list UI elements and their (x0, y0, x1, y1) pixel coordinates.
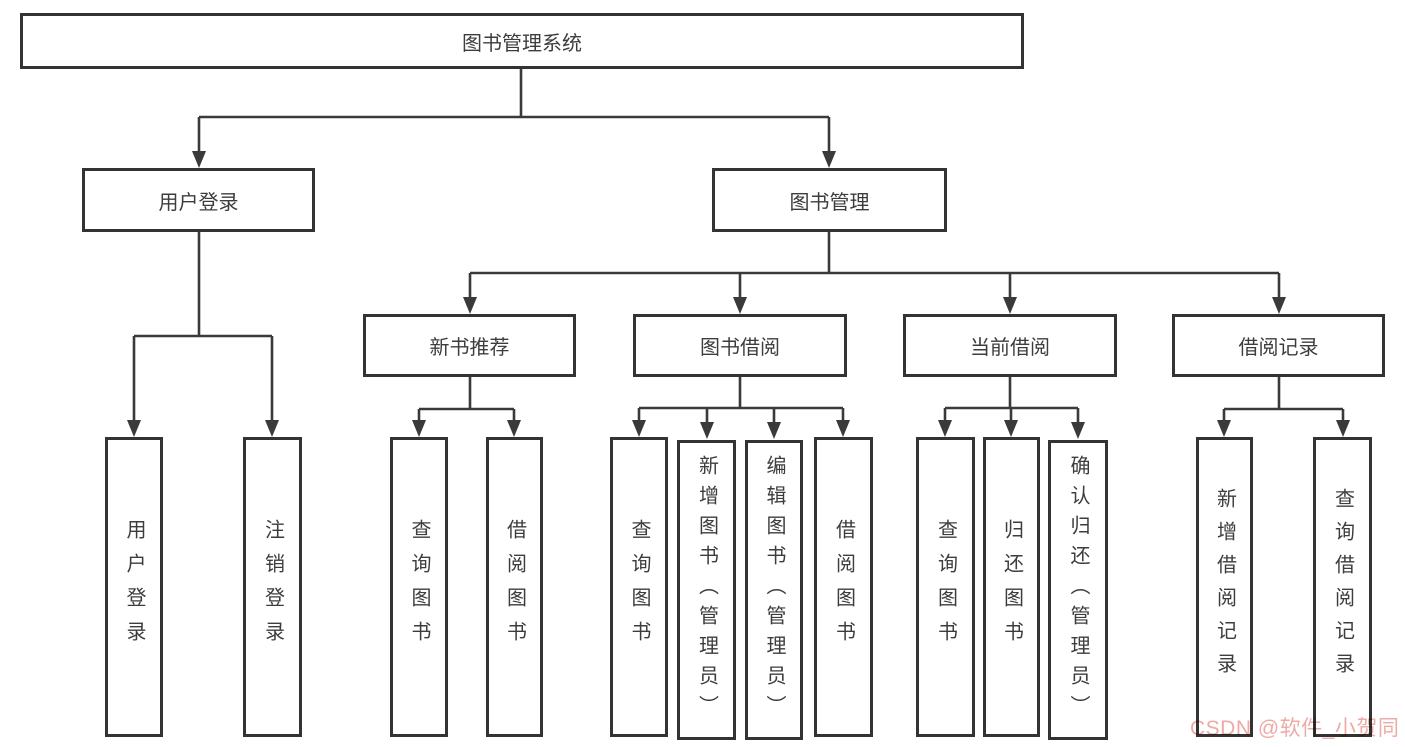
node-leaf-query-record-label: 查询借阅记录 (1331, 488, 1354, 686)
node-leaf-add-record: 新增借阅记录 (1196, 437, 1253, 737)
arrow-down-icon (632, 420, 646, 437)
node-book-mgmt: 图书管理 (712, 168, 947, 232)
arrow-down-icon (1004, 420, 1018, 437)
node-leaf-user-login: 用户登录 (105, 437, 163, 737)
node-new-book-rec: 新书推荐 (363, 314, 576, 377)
node-current-borrow-label: 当前借阅 (970, 337, 1050, 359)
node-root: 图书管理系统 (20, 13, 1024, 69)
arrow-down-icon (1003, 297, 1017, 314)
node-leaf-query-book-1-label: 查询图书 (408, 519, 430, 655)
arrow-down-icon (1217, 420, 1231, 437)
node-leaf-query-book-2-label: 查询图书 (628, 519, 650, 655)
node-user-login: 用户登录 (82, 168, 315, 232)
node-leaf-query-book-1: 查询图书 (390, 437, 448, 737)
branch-book-borrow (637, 377, 845, 423)
node-leaf-query-book-3: 查询图书 (916, 437, 975, 737)
arrow-down-icon (938, 420, 952, 437)
arrow-down-icon (733, 297, 747, 314)
arrow-down-icon (507, 420, 521, 437)
node-user-login-label: 用户登录 (158, 191, 239, 214)
arrow-down-icon (1071, 422, 1085, 439)
node-leaf-add-book: 新增图书（管理员） (677, 440, 736, 740)
arrowheads (127, 151, 1350, 439)
node-leaf-query-book-2: 查询图书 (610, 437, 668, 737)
node-leaf-borrow-book-1-label: 借阅图书 (503, 519, 526, 655)
node-leaf-return-book: 归还图书 (983, 437, 1040, 737)
node-leaf-query-record: 查询借阅记录 (1313, 437, 1372, 737)
arrow-down-icon (192, 151, 206, 168)
csdn-watermark: CSDN @软件_小贺同学 (1190, 717, 1400, 740)
node-leaf-confirm-return: 确认归还（管理员） (1048, 440, 1108, 740)
node-leaf-logout: 注销登录 (243, 437, 302, 737)
branch-current-borrow (943, 377, 1080, 423)
node-leaf-logout-label: 注销登录 (261, 519, 284, 655)
node-leaf-return-book-label: 归还图书 (1000, 519, 1023, 655)
arrow-down-icon (1272, 297, 1286, 314)
node-book-borrow: 图书借阅 (633, 314, 847, 377)
arrow-down-icon (822, 151, 836, 168)
branch-book-mgmt (468, 232, 1281, 297)
node-book-borrow-label: 图书借阅 (700, 337, 780, 359)
node-leaf-borrow-book-2: 借阅图书 (814, 437, 873, 737)
arrow-down-icon (700, 422, 714, 439)
node-leaf-borrow-book-1: 借阅图书 (486, 437, 543, 737)
node-borrow-records: 借阅记录 (1172, 314, 1385, 377)
node-new-book-rec-label: 新书推荐 (429, 337, 510, 359)
arrow-down-icon (767, 422, 781, 439)
node-current-borrow: 当前借阅 (903, 314, 1117, 377)
node-leaf-add-record-label: 新增借阅记录 (1213, 488, 1236, 686)
branch-borrow-records (1222, 377, 1345, 421)
arrow-down-icon (836, 420, 850, 437)
node-leaf-confirm-return-label: 确认归还（管理员） (1067, 455, 1089, 725)
branch-user-login (132, 232, 274, 420)
node-leaf-add-book-label: 新增图书（管理员） (695, 455, 718, 725)
arrow-down-icon (265, 420, 279, 437)
arrow-down-icon (412, 420, 426, 437)
node-leaf-query-book-3-label: 查询图书 (934, 519, 957, 655)
node-leaf-borrow-book-2-label: 借阅图书 (832, 519, 855, 655)
branch-new-book-rec (417, 377, 516, 421)
arrow-down-icon (1336, 420, 1350, 437)
node-leaf-user-login-label: 用户登录 (123, 519, 145, 655)
arrow-down-icon (463, 297, 477, 314)
node-book-mgmt-label: 图书管理 (789, 191, 870, 214)
node-leaf-edit-book: 编辑图书（管理员） (745, 440, 803, 740)
connector-lines (132, 69, 1345, 423)
arrow-down-icon (127, 420, 141, 437)
node-leaf-edit-book-label: 编辑图书（管理员） (763, 455, 785, 725)
node-root-label: 图书管理系统 (462, 32, 582, 55)
node-borrow-records-label: 借阅记录 (1238, 337, 1319, 359)
branch-root (197, 69, 831, 151)
